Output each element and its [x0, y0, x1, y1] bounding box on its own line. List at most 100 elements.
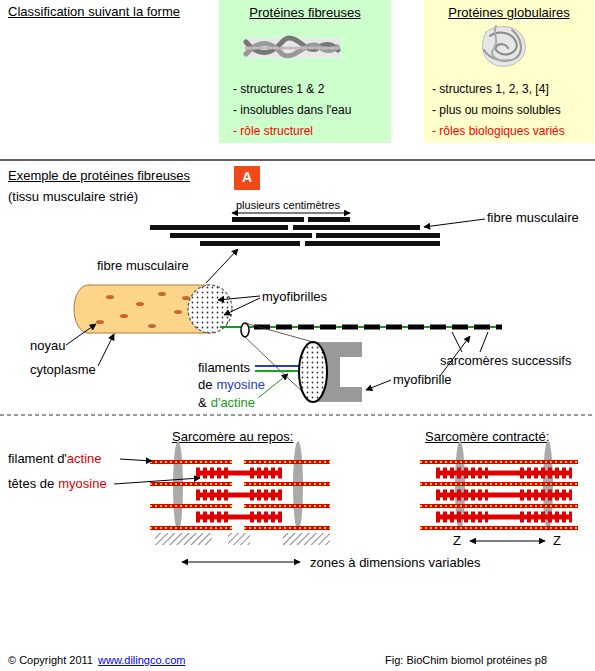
leader-arrow	[218, 296, 260, 300]
protein-strand	[490, 33, 517, 55]
myosin-filament	[196, 471, 282, 476]
myosin-filament	[436, 493, 572, 498]
cylinder-cap	[74, 285, 102, 333]
myosin-heads	[196, 490, 228, 501]
annotation-label: fibre musculaire	[487, 210, 579, 225]
fibre-bar	[308, 217, 350, 222]
myosin-heads	[196, 512, 228, 523]
nucleus	[158, 292, 166, 296]
annotation-label: Sarcomère au repos:	[172, 429, 293, 444]
myosin-heads	[250, 468, 282, 479]
actin-filament	[420, 482, 505, 486]
annotation-label: têtes de	[8, 476, 54, 491]
nucleus	[120, 314, 128, 318]
protein-strand	[246, 47, 338, 50]
nucleus	[148, 324, 156, 328]
label-line: têtes de myosine	[8, 476, 107, 491]
actin-beads	[420, 462, 578, 528]
globular-protein-icon	[482, 26, 525, 66]
actin-filament	[503, 460, 578, 464]
label-line: filament d'actine	[8, 451, 102, 466]
annotation-label: filament d'	[8, 451, 67, 466]
myofibril-section	[241, 323, 249, 337]
separator-line	[0, 159, 595, 161]
annotation-label: www.dilingco.com	[98, 654, 185, 666]
annotation-label: zones à dimensions variables	[310, 555, 481, 570]
actin-beads	[420, 461, 578, 463]
actin-filament	[244, 504, 330, 508]
label-line: fibre musculaire	[97, 258, 189, 273]
annotation-label: d'actine	[211, 395, 255, 410]
annotation-label: &	[198, 395, 207, 410]
fibre-cylinder	[74, 285, 232, 333]
actin-beads	[420, 527, 578, 529]
band-zone	[228, 533, 250, 545]
actin-filament	[503, 504, 578, 508]
label-line: (tissu musculaire strié)	[8, 189, 138, 204]
cylinder-edge	[88, 333, 210, 334]
label-line: myofibrilles	[262, 289, 327, 304]
fibrous-protein-icon	[244, 38, 340, 58]
annotation-label: myosine	[58, 476, 106, 491]
actin-beads	[150, 462, 330, 528]
category-box: Protéines globulaires- structures 1, 2, …	[424, 0, 594, 143]
fibre-bars	[150, 217, 440, 246]
myosin-heads	[436, 490, 488, 501]
myofibril-body	[313, 342, 362, 402]
annotation-label: (tissu musculaire strié)	[8, 189, 138, 204]
zoom-line	[245, 323, 313, 342]
label-line: © Copyright 2011	[8, 653, 93, 668]
label-line: www.dilingco.com	[98, 653, 185, 668]
annotation-label: Z	[553, 533, 561, 548]
leader-arrow	[258, 374, 288, 398]
protein-strand	[246, 44, 338, 56]
fibre-bar	[316, 233, 440, 238]
annotation-label: filaments	[198, 360, 250, 375]
leader-arrow	[224, 298, 260, 315]
actin-filament	[503, 482, 578, 486]
sarcomere-rest	[150, 441, 330, 545]
z-disk	[455, 441, 465, 531]
separator-dashed	[0, 415, 595, 416]
nucleus	[136, 302, 144, 306]
myosin-heads	[436, 468, 488, 479]
label-line: &d'actine	[198, 395, 255, 410]
actin-filament	[150, 526, 232, 530]
actin-beads	[420, 483, 578, 485]
fibre-bar	[293, 225, 420, 230]
actin-filament	[420, 504, 505, 508]
box-heading: Protéines fibreuses	[219, 6, 391, 20]
nucleus	[174, 310, 182, 314]
actin-beads	[244, 461, 330, 463]
annotation-label: myofibrilles	[262, 289, 327, 304]
myosin-filament	[436, 471, 572, 476]
label-line: Sarcomère au repos:	[172, 429, 293, 444]
actin-beads	[150, 461, 232, 463]
myosin-filament	[196, 515, 282, 520]
myosin-heads	[520, 512, 572, 523]
actin-filament	[150, 482, 232, 486]
z-disk	[173, 441, 183, 531]
label-line: noyau	[30, 338, 65, 353]
actin-filaments	[420, 462, 578, 528]
actin-filament	[420, 526, 505, 530]
box-item: - rôle structurel	[233, 124, 313, 138]
actin-beads	[150, 505, 232, 507]
annotation-label: actine	[67, 451, 102, 466]
actin-beads	[244, 483, 330, 485]
fibre-bar	[150, 225, 288, 230]
annotation-label: © Copyright 2011	[8, 654, 93, 666]
fibre-bar	[200, 241, 300, 246]
nucleus	[182, 296, 190, 300]
band-zone	[155, 533, 212, 545]
label-line: fibre musculaire	[487, 210, 579, 225]
actin-beads	[150, 483, 232, 485]
box-heading: Protéines globulaires	[424, 6, 594, 20]
myofibril-face	[299, 342, 327, 402]
leader-arrow	[424, 219, 485, 227]
label-line: filaments	[198, 360, 250, 375]
box-heading: A	[234, 170, 260, 184]
actin-filament	[244, 460, 330, 464]
annotation-label: sarcomères successifs	[440, 353, 571, 368]
myosin-heads	[196, 468, 228, 479]
